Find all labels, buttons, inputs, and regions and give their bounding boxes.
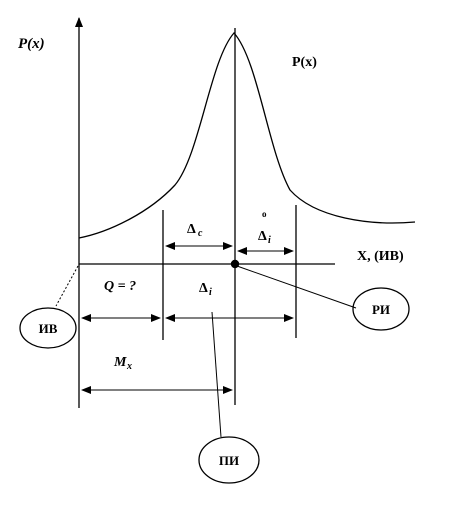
- pi-callout: [198, 436, 260, 484]
- pi-callout-label: ПИ: [219, 453, 239, 468]
- delta-c-subscript: c: [198, 228, 203, 239]
- q-label: Q = ?: [104, 279, 136, 294]
- delta-i-top-subscript: i: [268, 235, 271, 246]
- mx-subscript: x: [126, 361, 132, 372]
- iv-callout: [19, 307, 77, 349]
- ri-leader: [236, 265, 357, 309]
- delta-i-symbol: Δ: [199, 281, 208, 296]
- delta-i-subscript: i: [209, 287, 212, 298]
- ri-callout: [352, 287, 410, 331]
- measurement-point: [230, 259, 240, 269]
- mx-symbol: M: [113, 355, 127, 370]
- delta-i-top-mark: o: [262, 209, 267, 219]
- delta-c-symbol: Δ: [187, 222, 196, 237]
- pi-leader: [211, 311, 222, 438]
- ri-callout-label: РИ: [372, 302, 390, 317]
- iv-leader: [55, 265, 79, 307]
- iv-callout-label: ИВ: [39, 321, 58, 336]
- density-curve: [78, 32, 416, 239]
- curve-label: P(x): [292, 55, 317, 70]
- delta-i-top-symbol: Δ: [258, 229, 267, 244]
- y-axis-label: P(x): [18, 36, 45, 52]
- x-axis-label: X, (ИВ): [357, 249, 404, 264]
